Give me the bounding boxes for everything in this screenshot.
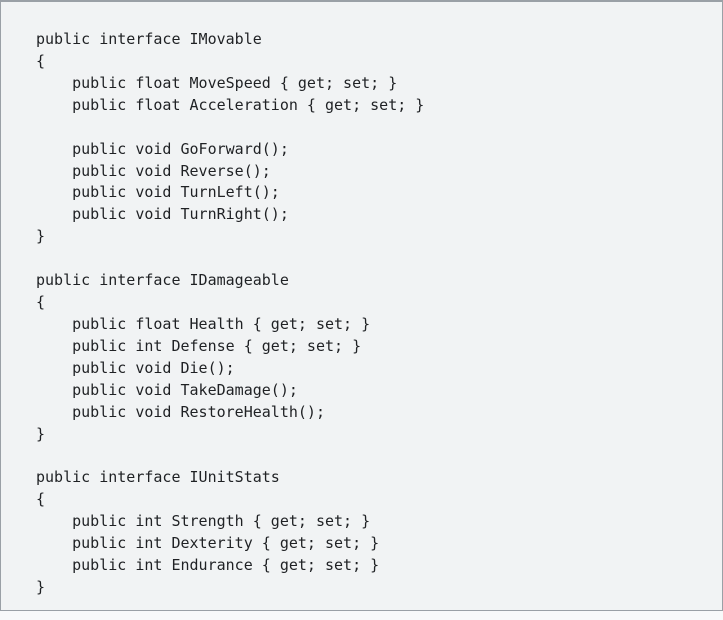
code-line: public void TurnRight();: [36, 205, 289, 224]
code-line: {: [36, 51, 46, 70]
code-line: }: [36, 424, 46, 443]
code-line: public float Acceleration { get; set; }: [36, 95, 425, 114]
code-line: public float Health { get; set; }: [36, 314, 371, 333]
code-line: [36, 248, 714, 270]
code-line: public void RestoreHealth();: [36, 402, 325, 421]
code-line: public void TakeDamage();: [36, 380, 298, 399]
code-line: public float MoveSpeed { get; set; }: [36, 73, 398, 92]
code-line: }: [36, 578, 46, 596]
code-line: public int Endurance { get; set; }: [36, 556, 380, 575]
code-line: [36, 117, 714, 139]
code-line: public interface IDamageable: [36, 271, 289, 290]
code-line: {: [36, 293, 46, 312]
code-line: public void TurnLeft();: [36, 183, 280, 202]
code-line: public interface IMovable: [36, 30, 262, 48]
code-line: }: [36, 227, 46, 246]
code-line: public void Die();: [36, 358, 235, 377]
code-line: {: [36, 490, 46, 509]
code-line: public int Strength { get; set; }: [36, 512, 371, 531]
code-line: public void GoForward();: [36, 139, 289, 158]
code-line: public interface IUnitStats: [36, 468, 280, 487]
code-line: [36, 445, 714, 467]
code-line: public int Defense { get; set; }: [36, 336, 362, 355]
code-line: public void Reverse();: [36, 161, 271, 180]
code-line: public int Dexterity { get; set; }: [36, 534, 380, 553]
